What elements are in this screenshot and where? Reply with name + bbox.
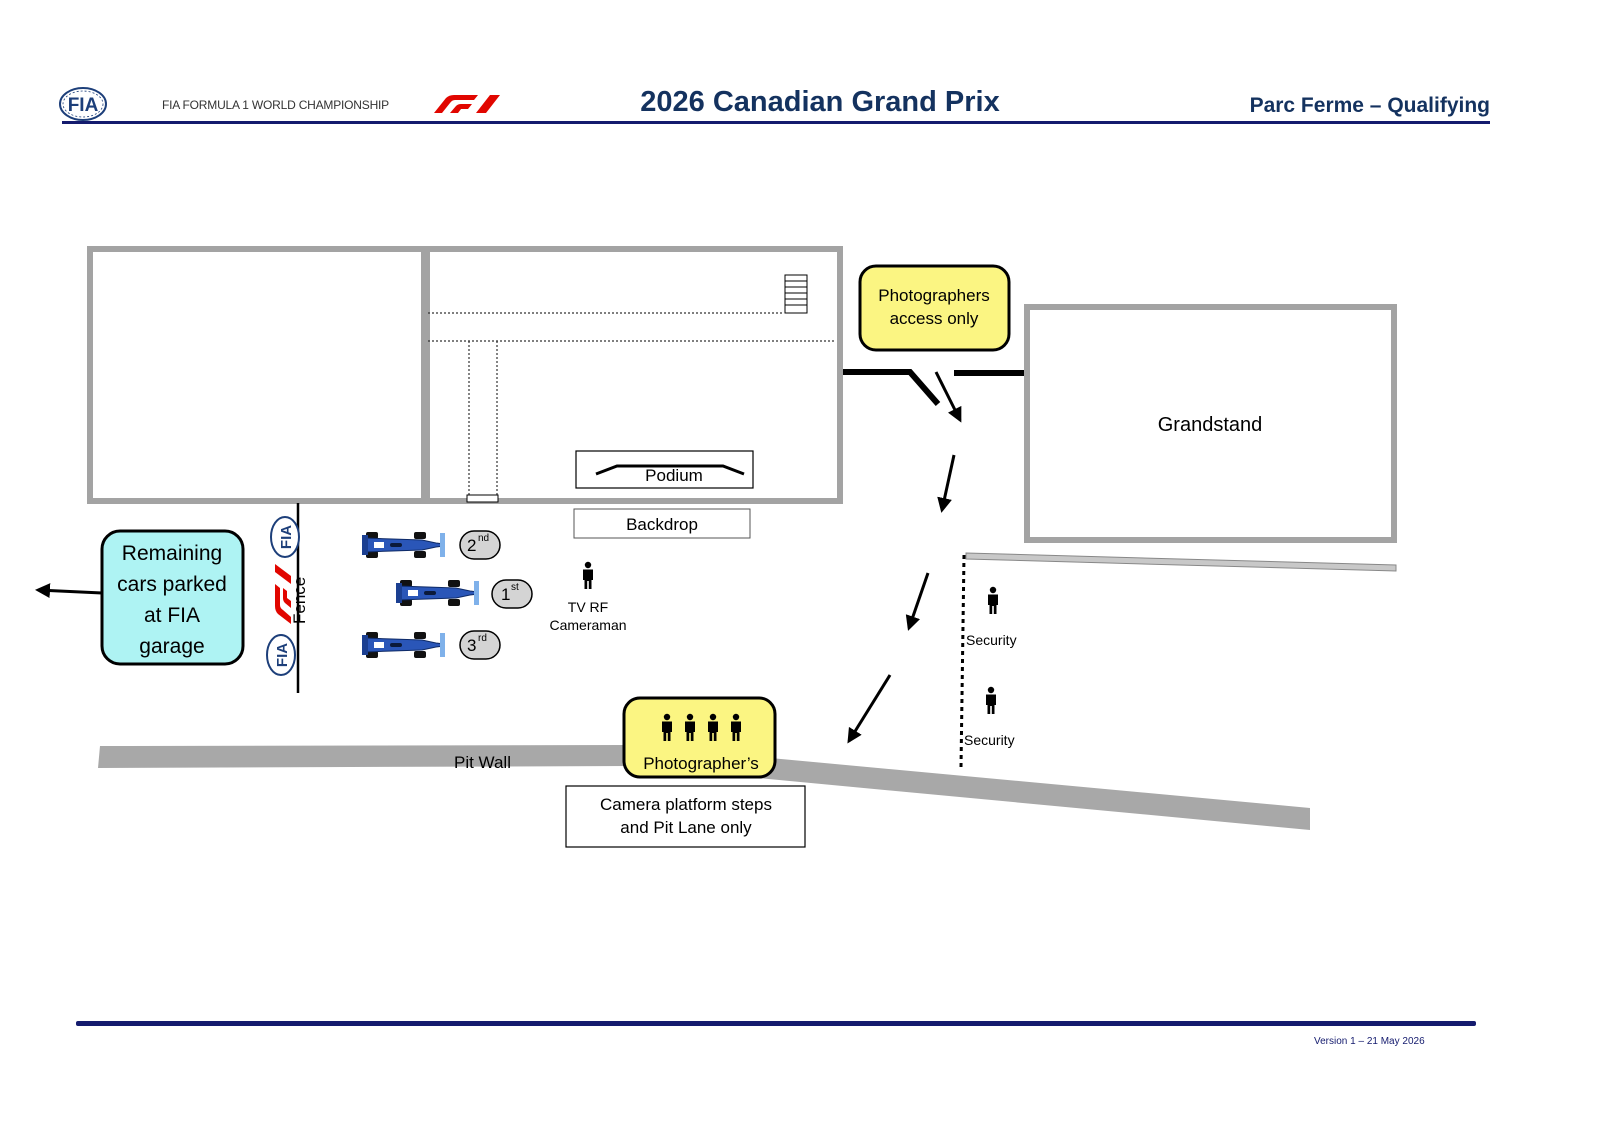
championship-label: FIA FORMULA 1 WORLD CHAMPIONSHIP: [162, 98, 389, 112]
pit-wall: [98, 745, 1310, 830]
security-label: Security: [966, 632, 1017, 648]
photographers-access-line1: Photographers: [878, 286, 990, 305]
podium-label: Podium: [645, 466, 703, 485]
fence-fia-logo-icon: FIA: [270, 516, 300, 558]
car-first: [395, 579, 480, 607]
position-badge-third: 3 rd: [459, 630, 501, 660]
camera-platform-line1: Camera platform steps: [600, 795, 772, 814]
car-second: [361, 531, 446, 559]
camera-platform-box: [565, 785, 806, 848]
position-badge-first: 1 st: [491, 579, 533, 609]
version-label: Version 1 – 21 May 2026: [1314, 1036, 1425, 1047]
page-title: 2026 Canadian Grand Prix: [640, 86, 1000, 118]
car-third: [361, 631, 446, 659]
photographers-label: Photographer’s: [643, 754, 759, 773]
photographers-access-line2: access only: [890, 309, 979, 328]
fence-f1-logo-icon: [275, 564, 291, 624]
svg-text:FIA: FIA: [274, 643, 291, 667]
position-number: 1: [501, 585, 510, 604]
pit-wall-label: Pit Wall: [454, 753, 511, 772]
f1-logo: [434, 95, 500, 113]
position-suffix: rd: [478, 633, 487, 644]
backdrop-label: Backdrop: [626, 515, 698, 534]
camera-platform-line2: and Pit Lane only: [620, 818, 752, 837]
remaining-cars-line3: at FIA: [144, 604, 200, 627]
footer-rule: [76, 1021, 1476, 1026]
cameraman-icon: [583, 561, 593, 589]
position-number: 3: [467, 636, 476, 655]
remaining-cars-line4: garage: [139, 635, 204, 658]
security-icon: [988, 586, 998, 614]
building-left: [87, 246, 427, 504]
grandstand-box: [1024, 304, 1397, 543]
podium-box: [575, 450, 754, 489]
fia-logo-text: FIA: [68, 95, 99, 116]
fence-label: Fence: [290, 577, 309, 624]
position-suffix: st: [511, 582, 519, 593]
photographers-access-box: [858, 264, 1011, 352]
walkway-gate: [466, 494, 499, 503]
security-line: [959, 554, 966, 768]
backdrop-box: [573, 508, 751, 539]
tv-cameraman-line1: TV RF: [568, 599, 608, 615]
position-number: 2: [467, 536, 476, 555]
fence-fia-logo-icon: FIA: [266, 634, 296, 676]
security-icon: [986, 686, 996, 714]
remaining-cars-line2: cars parked: [117, 573, 227, 596]
remaining-cars-line1: Remaining: [122, 542, 222, 565]
security-label: Security: [964, 732, 1015, 748]
svg-text:FIA: FIA: [278, 525, 295, 549]
remaining-cars-box: [100, 529, 245, 666]
access-gate: [843, 369, 1024, 406]
flow-arrows: [35, 371, 962, 744]
barrier: [965, 552, 1397, 572]
podium-shape: [595, 464, 745, 476]
tv-cameraman-line2: Cameraman: [549, 617, 626, 633]
page-subtitle: Parc Ferme – Qualifying: [1249, 94, 1490, 117]
stairs-icon: [784, 274, 808, 314]
position-suffix: nd: [478, 533, 489, 544]
building-podium-area: [424, 246, 843, 504]
position-badge-second: 2 nd: [459, 530, 501, 560]
header-rule: [62, 121, 1490, 124]
fia-logo: FIA: [59, 87, 107, 121]
grandstand-label: Grandstand: [1158, 414, 1263, 436]
walkway-dotted: [428, 312, 834, 497]
